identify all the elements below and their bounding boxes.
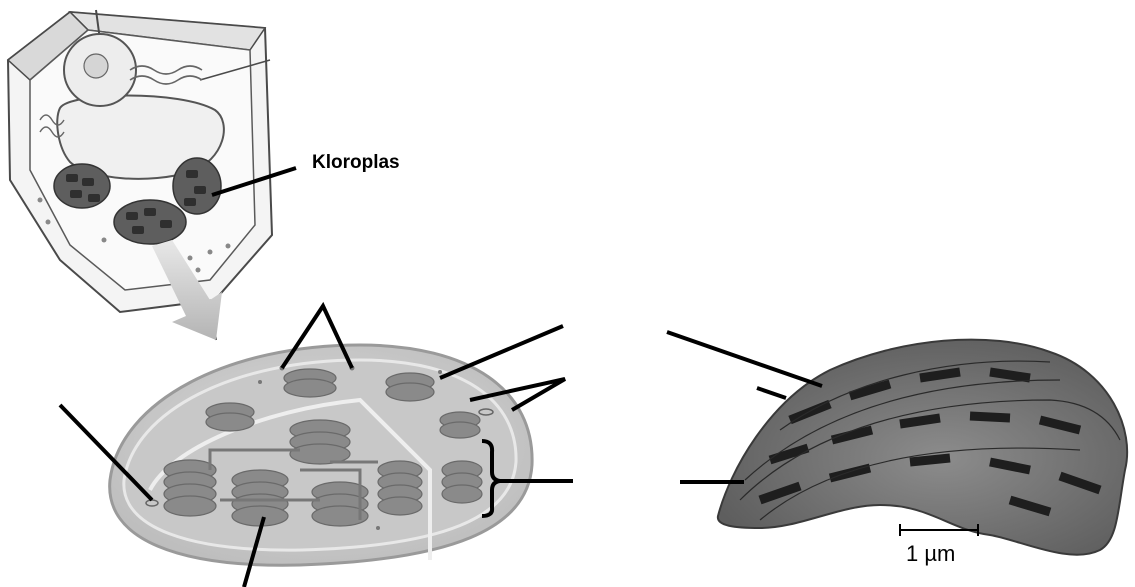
label-membran-line2: dan dalam xyxy=(604,396,693,418)
label-kloroplas: Kloroplas xyxy=(312,152,400,174)
chloroplast-illustration xyxy=(110,345,532,565)
label-stroma: Stroma xyxy=(576,316,637,338)
label-scale: 1 µm xyxy=(906,541,955,567)
plant-cell-illustration xyxy=(8,10,272,340)
leader-membran-right xyxy=(757,388,786,398)
label-dna-line2: Kloroplas xyxy=(10,374,89,396)
label-dna-line1: DNA xyxy=(10,350,50,372)
label-ribosom: Ribosom xyxy=(270,282,345,304)
label-grana: Grana xyxy=(590,468,643,490)
leader-stroma-left xyxy=(440,326,563,378)
label-membran-line1: Membran luar xyxy=(588,372,705,394)
